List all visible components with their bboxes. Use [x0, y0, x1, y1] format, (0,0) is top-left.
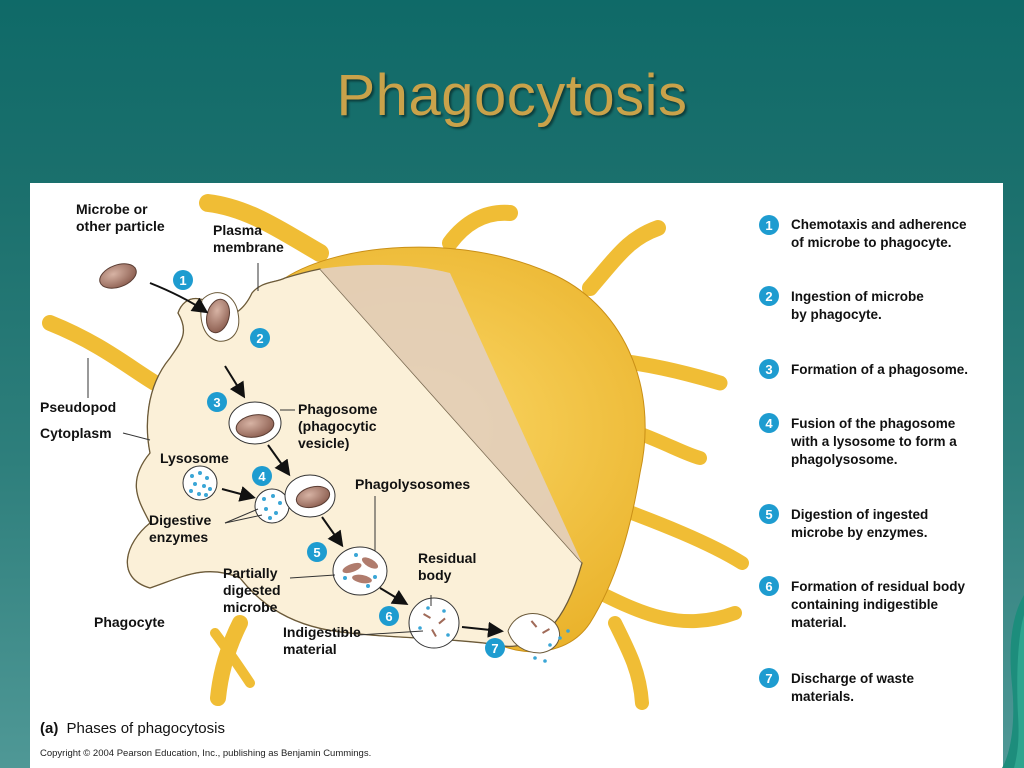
- label-residual-line1: Residual: [418, 550, 476, 566]
- svg-text:with a lysosome to form a: with a lysosome to form a: [790, 434, 957, 449]
- label-phagosome-line2: (phagocytic: [298, 418, 377, 434]
- label-plasma-line1: Plasma: [213, 222, 262, 238]
- residual-body: [408, 597, 460, 649]
- legend-step-3: 3 Formation of a phagosome.: [759, 359, 968, 379]
- phagolysosome-2: [332, 546, 388, 596]
- svg-text:5: 5: [765, 507, 772, 522]
- svg-text:Formation of residual body: Formation of residual body: [791, 579, 966, 594]
- svg-text:4: 4: [258, 469, 266, 484]
- phagosome-microbe: [235, 414, 275, 438]
- svg-text:Chemotaxis and adherence: Chemotaxis and adherence: [791, 217, 967, 232]
- svg-text:3: 3: [213, 395, 220, 410]
- legend-step-7: 7 Discharge of waste materials.: [759, 668, 915, 704]
- label-partial-line2: digested: [223, 582, 281, 598]
- diagram-step-badges: 1 2 3 4 5 6 7: [173, 270, 505, 658]
- svg-text:microbe by enzymes.: microbe by enzymes.: [791, 525, 928, 540]
- legend-step-4: 4 Fusion of the phagosome with a lysosom…: [759, 413, 957, 467]
- label-plasma-line2: membrane: [213, 239, 284, 255]
- caption-part: (a): [40, 720, 58, 737]
- label-phagosome-line3: vesicle): [298, 435, 349, 451]
- svg-text:material.: material.: [791, 615, 847, 630]
- svg-text:6: 6: [385, 609, 392, 624]
- label-digestive-line1: Digestive: [149, 512, 211, 528]
- svg-text:Ingestion of microbe: Ingestion of microbe: [791, 289, 924, 304]
- label-cytoplasm: Cytoplasm: [40, 425, 112, 441]
- label-digestive-line2: enzymes: [149, 529, 208, 545]
- lysosome-enzymes: [189, 471, 212, 497]
- label-partial-line3: microbe: [223, 599, 278, 615]
- svg-text:2: 2: [765, 289, 772, 304]
- label-pseudopod: Pseudopod: [40, 399, 116, 415]
- svg-text:3: 3: [765, 362, 772, 377]
- svg-text:Digestion of ingested: Digestion of ingested: [791, 507, 928, 522]
- phagocytosis-figure: 1 2 3 4 5 6 7 Microbe or other particle …: [30, 183, 1003, 768]
- label-phagocyte: Phagocyte: [94, 614, 165, 630]
- copyright-notice: Copyright © 2004 Pearson Education, Inc.…: [40, 748, 371, 759]
- svg-text:materials.: materials.: [791, 689, 854, 704]
- steps-legend: 1 Chemotaxis and adherence of microbe to…: [759, 215, 968, 704]
- label-microbe-line2: other particle: [76, 218, 165, 234]
- legend-step-2: 2 Ingestion of microbe by phagocyte.: [759, 286, 924, 322]
- svg-text:Fusion of the phagosome: Fusion of the phagosome: [791, 416, 956, 431]
- svg-text:6: 6: [765, 579, 772, 594]
- process-arrows: [149, 282, 504, 638]
- discharge-pocket: [507, 613, 560, 654]
- svg-text:5: 5: [313, 545, 320, 560]
- label-partial-line1: Partially: [223, 565, 278, 581]
- label-phagolysosomes: Phagolysosomes: [355, 476, 470, 492]
- caption-text: Phases of phagocytosis: [67, 720, 225, 737]
- svg-text:Discharge of waste: Discharge of waste: [791, 671, 915, 686]
- microbe-1: [99, 263, 137, 289]
- cut-face-shadow: [320, 264, 582, 563]
- fusing-enzymes: [262, 494, 282, 520]
- svg-text:1: 1: [765, 218, 772, 233]
- leader-lines: [87, 263, 432, 636]
- svg-text:Formation of a phagosome.: Formation of a phagosome.: [791, 362, 968, 377]
- svg-text:phagolysosome.: phagolysosome.: [791, 452, 898, 467]
- label-phagosome-line1: Phagosome: [298, 401, 378, 417]
- label-microbe-line1: Microbe or: [76, 201, 148, 217]
- partially-digested-fragments: [342, 553, 379, 588]
- svg-text:1: 1: [179, 273, 186, 288]
- figure-caption: (a) Phases of phagocytosis: [40, 720, 225, 737]
- label-residual-line2: body: [418, 567, 452, 583]
- fusing-lysosome: [254, 488, 290, 524]
- decorative-wave: [1002, 595, 1024, 768]
- phagolysosome-microbe: [295, 485, 331, 509]
- svg-text:of microbe to phagocyte.: of microbe to phagocyte.: [791, 235, 952, 250]
- diagram-labels: Microbe or other particle Plasma membran…: [40, 201, 476, 657]
- svg-text:2: 2: [256, 331, 263, 346]
- slide-title: Phagocytosis: [336, 63, 688, 128]
- legend-step-5: 5 Digestion of ingested microbe by enzym…: [759, 504, 928, 540]
- legend-step-6: 6 Formation of residual body containing …: [759, 576, 966, 630]
- svg-text:4: 4: [765, 416, 773, 431]
- svg-text:containing indigestible: containing indigestible: [791, 597, 938, 612]
- label-indigestible-line2: material: [283, 641, 337, 657]
- phagocytosis-diagram: 1 2 3 4 5 6 7 Microbe or other particle …: [40, 194, 968, 759]
- discharged-waste: [530, 620, 570, 663]
- residual-contents: [418, 606, 450, 637]
- svg-text:by phagocyte.: by phagocyte.: [791, 307, 882, 322]
- legend-step-1: 1 Chemotaxis and adherence of microbe to…: [759, 215, 967, 250]
- svg-text:7: 7: [491, 641, 498, 656]
- label-indigestible-line1: Indigestible: [283, 624, 361, 640]
- label-lysosome: Lysosome: [160, 450, 229, 466]
- svg-text:7: 7: [765, 671, 772, 686]
